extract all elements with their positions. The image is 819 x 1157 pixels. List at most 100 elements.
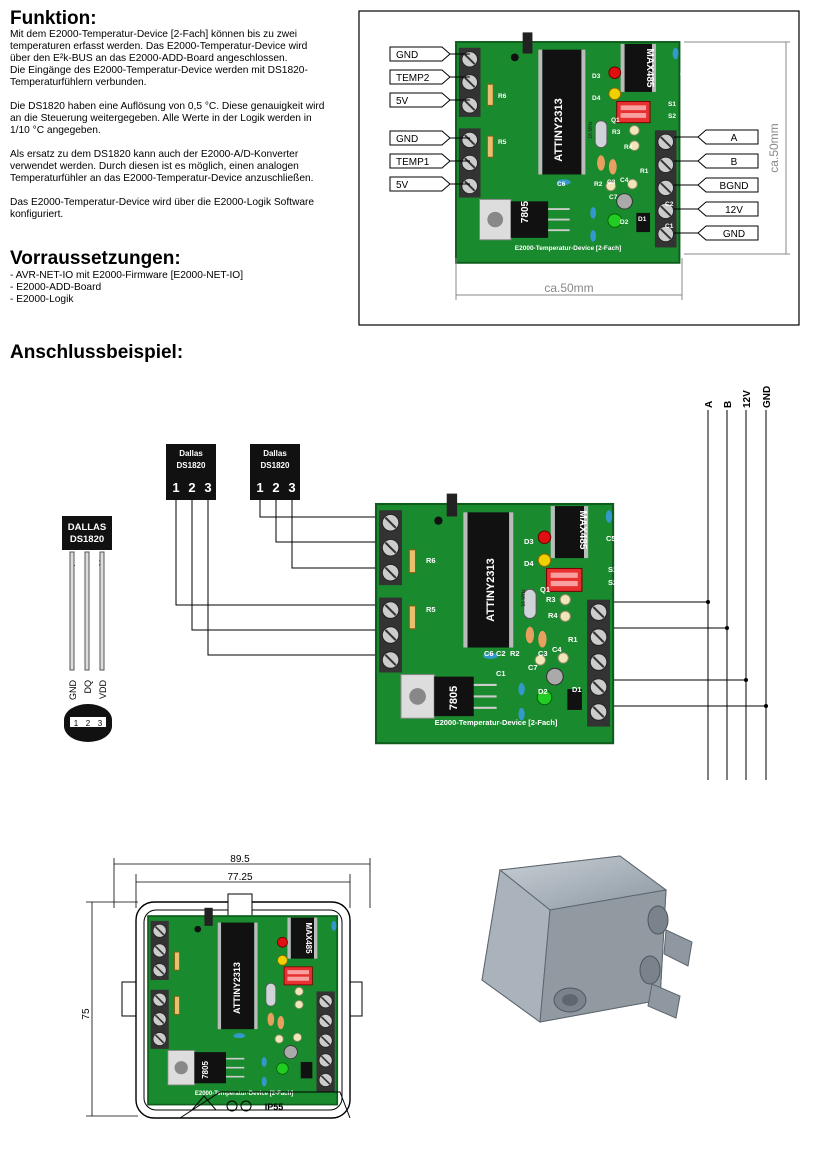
pin-label-box (697, 201, 759, 217)
text-line: Mit dem E2000-Temperatur-Device [2-Fach]… (10, 29, 298, 40)
text-line: Die Eingänge des E2000-Temperatur-Device… (10, 65, 308, 76)
pin-label-box (389, 46, 451, 62)
enclosure-dim-side: 75 (81, 1008, 92, 1020)
transceiver-label: MAX485 (577, 511, 588, 550)
enclosure-dim-inner: 77.25 (227, 872, 252, 883)
dim-height-label: ca.50mm (767, 123, 781, 172)
enclosure-base (179, 1091, 351, 1119)
board-title: E2000-Temperatur-Device [2-Fach] (435, 718, 558, 727)
ds1820-footprint-pin: 2 (86, 719, 91, 728)
component-label-c7: C7 (609, 194, 618, 201)
component-label-r6: R6 (498, 93, 507, 100)
sensor-pin: 1 (172, 480, 179, 495)
sensor-wires (175, 500, 766, 707)
pin-label-left: TEMP1 (396, 157, 430, 168)
regulator-label: 7805 (448, 686, 460, 710)
pin-label-left: GND (396, 134, 418, 145)
component-label-r5: R5 (426, 605, 436, 614)
component-label-c6: C6 (557, 181, 566, 188)
transceiver-label: MAX485 (644, 49, 655, 88)
component-label-r1: R1 (568, 635, 578, 644)
pin-label-right: A (731, 133, 738, 144)
bus-label-12v: 12V (742, 390, 753, 408)
ds1820-footprint-pin: 3 (98, 719, 103, 728)
pin-label-box (389, 153, 451, 169)
ds1820-detail-model: DS1820 (70, 534, 104, 545)
component-label-q1: Q1 (611, 117, 620, 124)
pin-label-left: GND (396, 50, 418, 61)
component-label-r1: R1 (640, 168, 649, 175)
pin-label-left: TEMP2 (396, 73, 430, 84)
component-label-d1: D1 (638, 216, 647, 223)
text-line: 1/10 °C angegeben. (10, 125, 101, 136)
component-label-r6: R6 (426, 556, 436, 565)
ds1820-lead (69, 551, 75, 671)
component-label-c3: C3 (538, 649, 548, 658)
crystal-label: 16 MHz (588, 121, 594, 139)
ds1820-lead (84, 551, 90, 671)
component-label-c6: C6 (484, 649, 494, 658)
component-label-c5: C5 (606, 534, 616, 543)
text-line: temperaturen erfasst werden. Das E2000-T… (10, 41, 308, 52)
text-line: über den E²k-BUS an das E2000-ADD-Board … (10, 53, 288, 64)
pin-label-box (697, 129, 759, 145)
pin-label-right: GND (723, 229, 745, 240)
requirement-item: - E2000-ADD-Board (10, 282, 102, 293)
enclosure-drawing: 89.5 77.25 75 ATTINY2313 MAX485 7805 E20… (81, 854, 371, 1119)
pin-label-right: 12V (725, 205, 743, 216)
text-line: Die DS1820 haben eine Auflösung von 0,5 … (10, 101, 325, 112)
sensor-pin: 2 (188, 480, 195, 495)
bus-label-a: A (704, 401, 715, 408)
ds1820-pin-label: DQ (83, 680, 93, 694)
text-line: Temperaturfühler an das E2000-Temperatur… (10, 173, 314, 184)
text-line: verwendet werden. Durch diesen ist es mö… (10, 161, 299, 172)
regulator-label: 7805 (201, 1061, 210, 1079)
ds1820-lead (99, 551, 105, 671)
pin-label-box (389, 130, 451, 146)
pin-label-box (697, 153, 759, 169)
funktion-paragraph: Das E2000-Temperatur-Device wird über di… (10, 197, 350, 221)
component-label-s1: S1 (608, 565, 617, 574)
funktion-paragraph: Die DS1820 haben eine Auflösung von 0,5 … (10, 101, 350, 137)
component-label-s2: S2 (608, 578, 617, 587)
recycle-icon (190, 1095, 218, 1111)
component-label-d3: D3 (524, 537, 534, 546)
pin-label-box (697, 225, 759, 241)
mcu-label: ATTINY2313 (553, 98, 565, 161)
board-title: E2000-Temperatur-Device [2-Fach] (515, 245, 621, 252)
component-label-r2: R2 (594, 181, 603, 188)
funktion-heading: Funktion: (10, 8, 97, 29)
component-label-r3: R3 (612, 129, 621, 136)
component-label-c3: C3 (607, 179, 616, 186)
logo-icon (240, 1100, 252, 1112)
component-label-c7: C7 (528, 663, 538, 672)
text-line: an die Steuerung weitergegeben. Alle Wer… (10, 113, 312, 124)
pin-label-box (389, 69, 451, 85)
pin-label-box (389, 176, 451, 192)
bus-label-b: B (723, 401, 734, 408)
component-label-c4: C4 (552, 645, 562, 654)
component-label-c4: C4 (620, 177, 629, 184)
component-label-d2: D2 (620, 219, 629, 226)
component-label-q1: Q1 (540, 585, 550, 594)
bus-lines (707, 410, 767, 780)
pin-label-left: 5V (396, 180, 409, 191)
ds1820-pin-label: VDD (98, 680, 108, 700)
pin-label-box (389, 92, 451, 108)
pin-label-right: BGND (720, 181, 749, 192)
component-label-r4: R4 (624, 144, 633, 151)
funktion-paragraph: Als ersatz zu dem DS1820 kann auch der E… (10, 149, 350, 185)
sensor-maker: Dallas (263, 449, 287, 458)
sensor-maker: Dallas (179, 449, 203, 458)
component-label-r2: R2 (510, 649, 520, 658)
enclosure-dim-outer: 89.5 (230, 854, 250, 865)
component-label-s2: S2 (668, 113, 676, 120)
component-label-s1: S1 (668, 101, 676, 108)
voraussetzungen-heading: Vorraussetzungen: (10, 248, 181, 269)
requirement-item: - E2000-Logik (10, 294, 74, 305)
component-label-d4: D4 (592, 95, 601, 102)
component-label-c2: C2 (496, 649, 506, 658)
ds1820-sensor-2: Dallas DS1820 1 2 3 (250, 444, 300, 500)
funktion-paragraph: Mit dem E2000-Temperatur-Device [2-Fach]… (10, 29, 350, 89)
